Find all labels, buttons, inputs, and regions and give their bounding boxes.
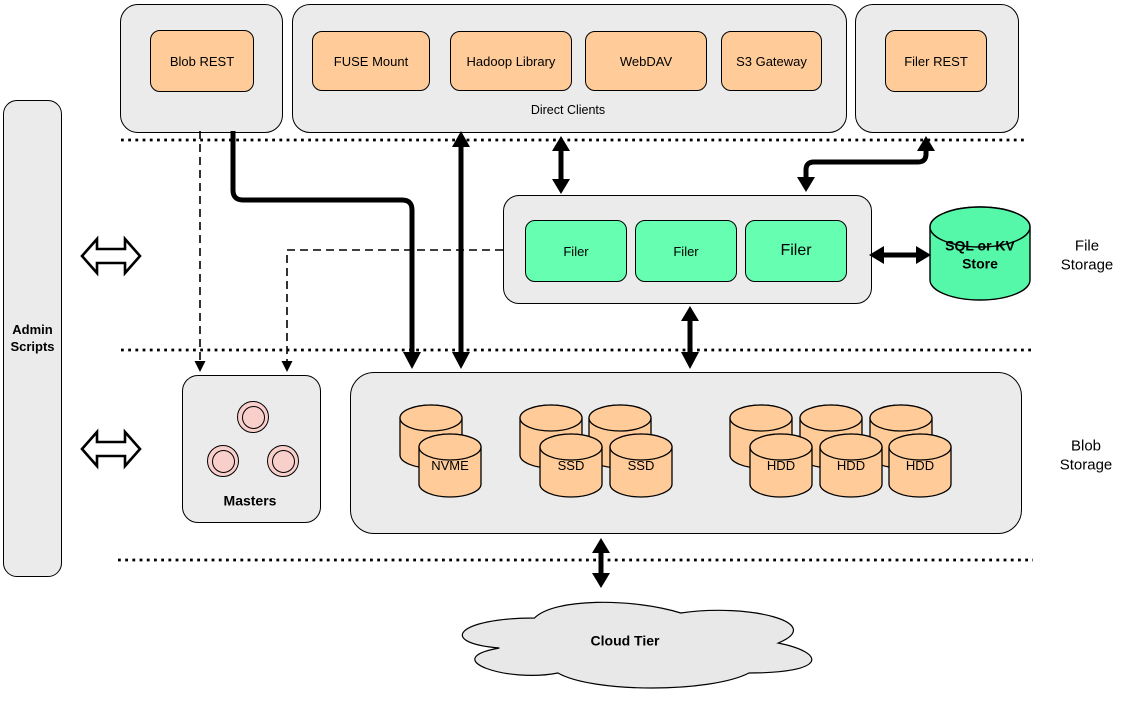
cloud-tier-label: Cloud Tier <box>590 632 660 649</box>
master-node-1-core <box>241 405 265 429</box>
blob-storage-group <box>350 372 1022 534</box>
master-node-2 <box>207 445 239 477</box>
node-blob-rest: Blob REST <box>150 30 254 92</box>
masters-label: Masters <box>223 492 277 509</box>
master-node-3-core <box>271 449 295 473</box>
master-node-3 <box>267 445 299 477</box>
admin-scripts-box: Admin Scripts <box>3 100 62 577</box>
file-storage-tier-label: File Storage <box>1060 237 1114 273</box>
volume-label-nvme: NVME <box>431 457 469 473</box>
arrow-clients-filer-bidirectional <box>552 136 570 194</box>
node-filer-3: Filer <box>745 220 847 282</box>
arrow-filer-sql-store-bidirectional <box>869 246 931 264</box>
volume-label-hdd-1: HDD <box>766 457 796 473</box>
master-node-1 <box>237 401 269 433</box>
master-node-2-core <box>211 449 235 473</box>
node-filer-2: Filer <box>635 220 737 282</box>
admin-file-storage-double-arrow <box>80 235 142 277</box>
node-filer-1: Filer <box>525 220 627 282</box>
volume-label-ssd-1: SSD <box>557 457 585 473</box>
node-filer-rest: Filer REST <box>885 30 987 92</box>
node-hadoop-library: Hadoop Library <box>450 31 572 91</box>
arrow-blob-rest-to-masters <box>194 131 206 372</box>
admin-scripts-label: Admin Scripts <box>10 321 55 354</box>
masters-group <box>182 375 321 523</box>
arrow-clients-blob-storage-bidirectional <box>452 131 470 369</box>
blob-storage-tier-label: Blob Storage <box>1059 437 1113 473</box>
node-fuse-mount: FUSE Mount <box>312 31 430 91</box>
arrow-blob-rest-to-blob-storage <box>230 131 421 369</box>
sql-kv-store-label: SQL or KV Store <box>945 237 1015 272</box>
arrow-filer-rest-filer-bidirectional <box>797 136 935 192</box>
volume-label-hdd-3: HDD <box>905 457 935 473</box>
arrow-blob-storage-cloud-bidirectional <box>592 538 610 588</box>
direct-clients-label: Direct Clients <box>530 103 606 118</box>
admin-blob-storage-double-arrow <box>80 428 142 470</box>
arrow-filer-blob-storage-bidirectional <box>681 306 699 369</box>
volume-label-hdd-2: HDD <box>836 457 866 473</box>
volume-label-ssd-2: SSD <box>627 457 655 473</box>
node-s3-gateway: S3 Gateway <box>721 31 822 91</box>
arrow-filer-to-masters <box>281 249 503 372</box>
node-webdav: WebDAV <box>585 31 707 91</box>
